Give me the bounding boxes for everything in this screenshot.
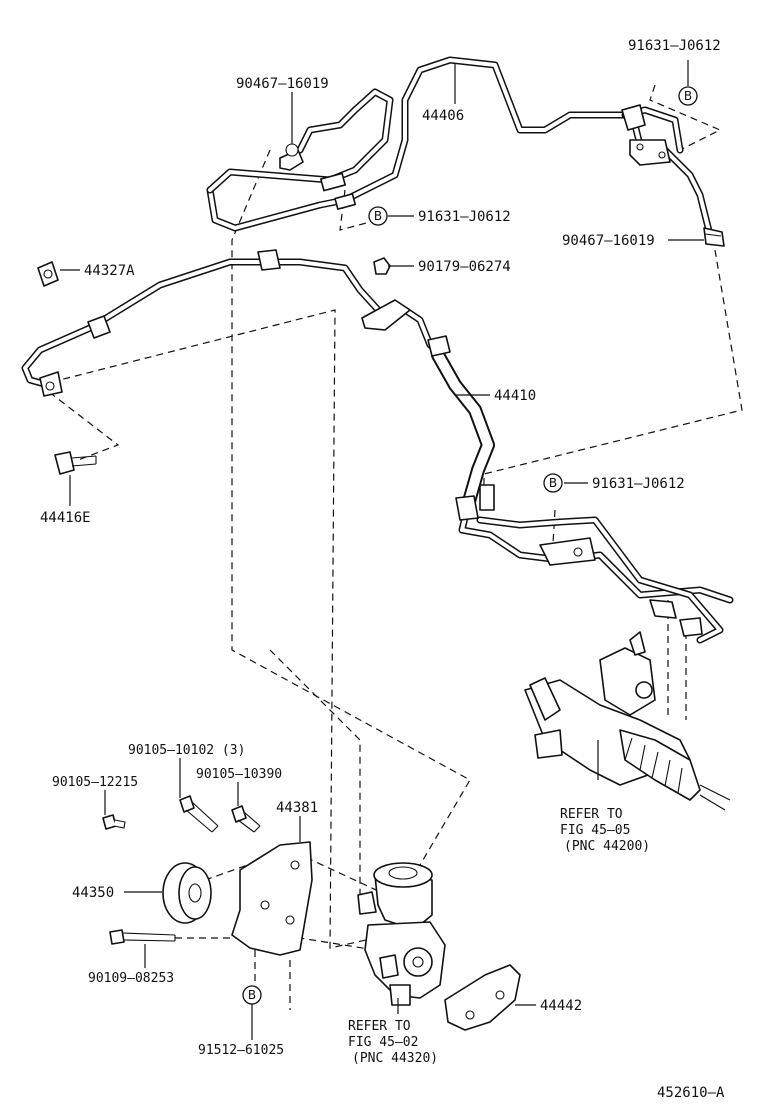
hose-clamp-90467-a (279, 143, 304, 171)
ref-pump-line-2: FIG 45–02 (348, 1035, 418, 1050)
marker-b-bottom-letter: B (248, 988, 256, 1002)
label-44410: 44410 (494, 388, 536, 404)
figure-id: 452610–A (657, 1085, 725, 1101)
label-90467-a: 90467–16019 (236, 76, 329, 92)
power-steering-pump (357, 862, 446, 1006)
label-44416E: 44416E (40, 510, 91, 526)
union-bolt-44416E (54, 451, 97, 475)
label-44442: 44442 (540, 998, 582, 1014)
reference-note-rack: REFER TO FIG 45–05 (PNC 44200) (560, 807, 650, 854)
bracket-44381 (231, 841, 313, 956)
pressure-hose-44410 (21, 249, 734, 644)
hose-clamp-90467-b (703, 227, 725, 247)
ref-rack-line-1: REFER TO (560, 807, 623, 822)
marker-b-mid: B (368, 206, 388, 226)
label-91631-low: 91631–J0612 (592, 476, 685, 492)
label-90105-10102: 90105–10102 (3) (128, 743, 245, 758)
return-tube-44406 (206, 56, 714, 239)
label-44327A: 44327A (84, 263, 135, 279)
nut-90179 (373, 257, 391, 275)
label-91512: 91512–61025 (198, 1043, 284, 1058)
label-90467-b: 90467–16019 (562, 233, 655, 249)
idler-pulley-44350 (162, 862, 212, 924)
ref-pump-line-3: (PNC 44320) (352, 1051, 438, 1066)
marker-b-top-letter: B (684, 89, 692, 103)
clip-44327A (37, 261, 59, 287)
label-91631-mid: 91631–J0612 (418, 209, 511, 225)
reference-note-pump: REFER TO FIG 45–02 (PNC 44320) (348, 1019, 438, 1066)
bolt-90109-08253 (109, 929, 176, 945)
ref-rack-line-2: FIG 45–05 (560, 823, 630, 838)
label-44381: 44381 (276, 800, 318, 816)
label-90109: 90109–08253 (88, 971, 174, 986)
leader-lines (60, 60, 704, 1040)
label-90105-10390: 90105–10390 (196, 767, 282, 782)
label-90105-12215: 90105–12215 (52, 775, 138, 790)
marker-b-low-letter: B (549, 476, 557, 490)
ref-pump-line-1: REFER TO (348, 1019, 411, 1034)
label-91631-top: 91631–J0612 (628, 38, 721, 54)
marker-b-low: B (543, 473, 563, 493)
label-90179: 90179–06274 (418, 259, 511, 275)
label-44350: 44350 (72, 885, 114, 901)
marker-b-bottom: B (242, 985, 262, 1005)
ref-rack-line-3: (PNC 44200) (564, 839, 650, 854)
callout-labels: 91631–J0612 90467–16019 44406 91631–J061… (40, 38, 721, 1058)
bolt-90105-10390 (231, 805, 261, 833)
bolt-90105-12215 (102, 814, 126, 830)
label-44406: 44406 (422, 108, 464, 124)
marker-b-mid-letter: B (374, 209, 382, 223)
steering-rack-assembly (524, 631, 731, 811)
marker-b-top: B (678, 86, 698, 106)
bracket-44442 (444, 964, 521, 1031)
bolt-90105-10102 (179, 795, 219, 833)
